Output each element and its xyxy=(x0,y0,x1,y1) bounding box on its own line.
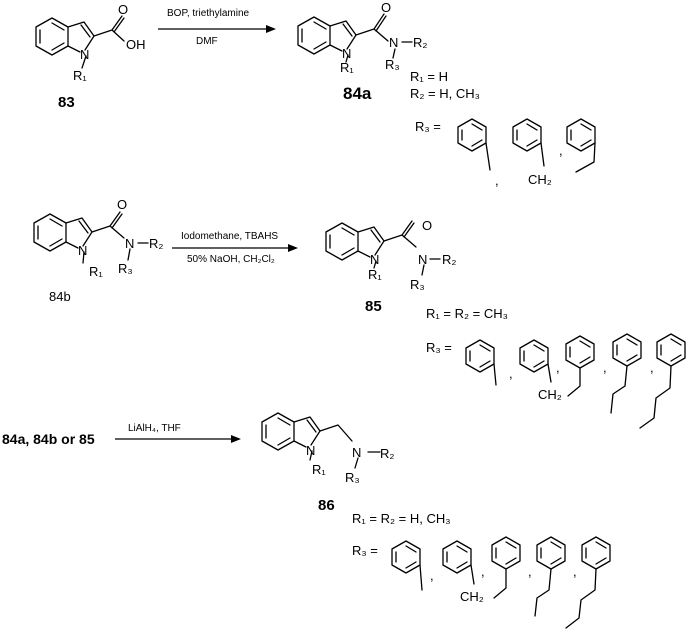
r2-group: R₂ xyxy=(413,35,427,50)
phenylpropyl-substituent xyxy=(534,536,566,617)
starting-compounds-label: 84a, 84b or 85 xyxy=(2,431,95,447)
n-atom: N xyxy=(78,243,87,258)
compound-label-86: 86 xyxy=(318,497,335,514)
r2-group: R₂ xyxy=(380,446,394,461)
comma-separator: , xyxy=(430,568,434,583)
compound-label-85: 85 xyxy=(365,298,382,315)
tolyl-substituent xyxy=(391,540,423,591)
o-atom: O xyxy=(118,2,128,17)
benzyl-substituent: CH₂ xyxy=(512,118,552,187)
r3-group: R₃ xyxy=(410,277,425,292)
amine-n-atom: N xyxy=(352,445,361,460)
benzyl-substituent: CH₂ xyxy=(442,540,484,604)
r3-group: R₃ xyxy=(118,261,133,276)
tolyl-substituent xyxy=(457,118,491,171)
compound-83: N O OH R₁ xyxy=(35,2,146,83)
o-atom: O xyxy=(381,0,391,15)
r2-group: R₂ xyxy=(442,252,456,267)
r3-group: R₃ xyxy=(385,57,400,72)
r3-definition: R₃ = xyxy=(352,543,378,558)
reaction-arrow-3 xyxy=(115,435,241,443)
reagent-bop: BOP, triethylamine xyxy=(167,8,250,19)
oh-group: OH xyxy=(126,37,146,52)
comma-separator: , xyxy=(650,360,654,375)
r1-r2-definition: R₁ = R₂ = H, CH₃ xyxy=(352,511,451,526)
reagent-iodomethane: Iodomethane, TBAHS xyxy=(181,231,278,242)
reaction-arrow-1 xyxy=(158,25,276,33)
reagent-lialh4: LiAlH₄, THF xyxy=(128,423,181,434)
r3-group: R₃ xyxy=(345,470,360,485)
r1-group: R₁ xyxy=(89,264,103,279)
ch2-group: CH₂ xyxy=(528,172,552,187)
r1-r2-definition: R₁ = R₂ = CH₃ xyxy=(426,306,508,321)
reagent-naoh: 50% NaOH, CH₂Cl₂ xyxy=(187,254,275,265)
compound-label-83: 83 xyxy=(58,94,75,111)
r1-group: R₁ xyxy=(368,267,382,282)
phenethyl-substituent xyxy=(566,118,596,173)
compound-86: N N R₂ R₁ R₃ xyxy=(261,412,394,485)
o-atom: O xyxy=(422,218,432,233)
o-atom: O xyxy=(117,197,127,212)
r3-definition: R₃ = xyxy=(426,340,452,355)
compound-85: N O N R₂ R₁ R₃ xyxy=(325,218,456,292)
reaction-arrow-2 xyxy=(172,244,298,252)
compound-label-84b: 84b xyxy=(49,289,71,304)
comma-separator: , xyxy=(573,564,577,579)
r1-group: R₁ xyxy=(312,462,326,477)
r3-definition: R₃ = xyxy=(415,119,441,134)
ch2-group: CH₂ xyxy=(460,589,484,604)
phenethyl-substituent xyxy=(491,536,521,599)
comma-separator: , xyxy=(481,564,485,579)
phenylbutyl-substituent xyxy=(565,536,611,629)
amide-n-atom: N xyxy=(389,35,398,50)
ch2-group: CH₂ xyxy=(538,387,562,402)
r2-group: R₂ xyxy=(149,236,163,251)
solvent-dmf: DMF xyxy=(196,36,218,47)
n-atom: N xyxy=(342,46,351,61)
amide-n-atom: N xyxy=(125,236,134,251)
comma-separator: , xyxy=(528,564,532,579)
comma-separator: , xyxy=(559,143,563,158)
comma-separator: , xyxy=(495,173,499,188)
amide-n-atom: N xyxy=(418,252,427,267)
compound-label-84a: 84a xyxy=(343,84,372,103)
tolyl-substituent xyxy=(465,339,497,386)
n-atom: N xyxy=(306,443,315,458)
compound-84b: N O N R₂ R₁ R₃ xyxy=(33,197,163,279)
comma-separator: , xyxy=(603,360,607,375)
compound-84a: N O N R₂ R₁ R₃ xyxy=(297,0,427,75)
r2-definition: R₂ = H, CH₃ xyxy=(410,86,480,101)
phenylpropyl-substituent xyxy=(610,333,642,414)
phenethyl-substituent xyxy=(565,335,595,397)
n-atom: N xyxy=(370,252,379,267)
r1-group: R₁ xyxy=(73,68,87,83)
comma-separator: , xyxy=(509,366,513,381)
n-atom: N xyxy=(80,47,89,62)
r1-definition: R₁ = H xyxy=(410,69,448,84)
phenylbutyl-substituent xyxy=(639,333,686,429)
benzyl-substituent: CH₂ xyxy=(519,339,562,402)
comma-separator: , xyxy=(556,360,560,375)
r1-group: R₁ xyxy=(340,60,354,75)
